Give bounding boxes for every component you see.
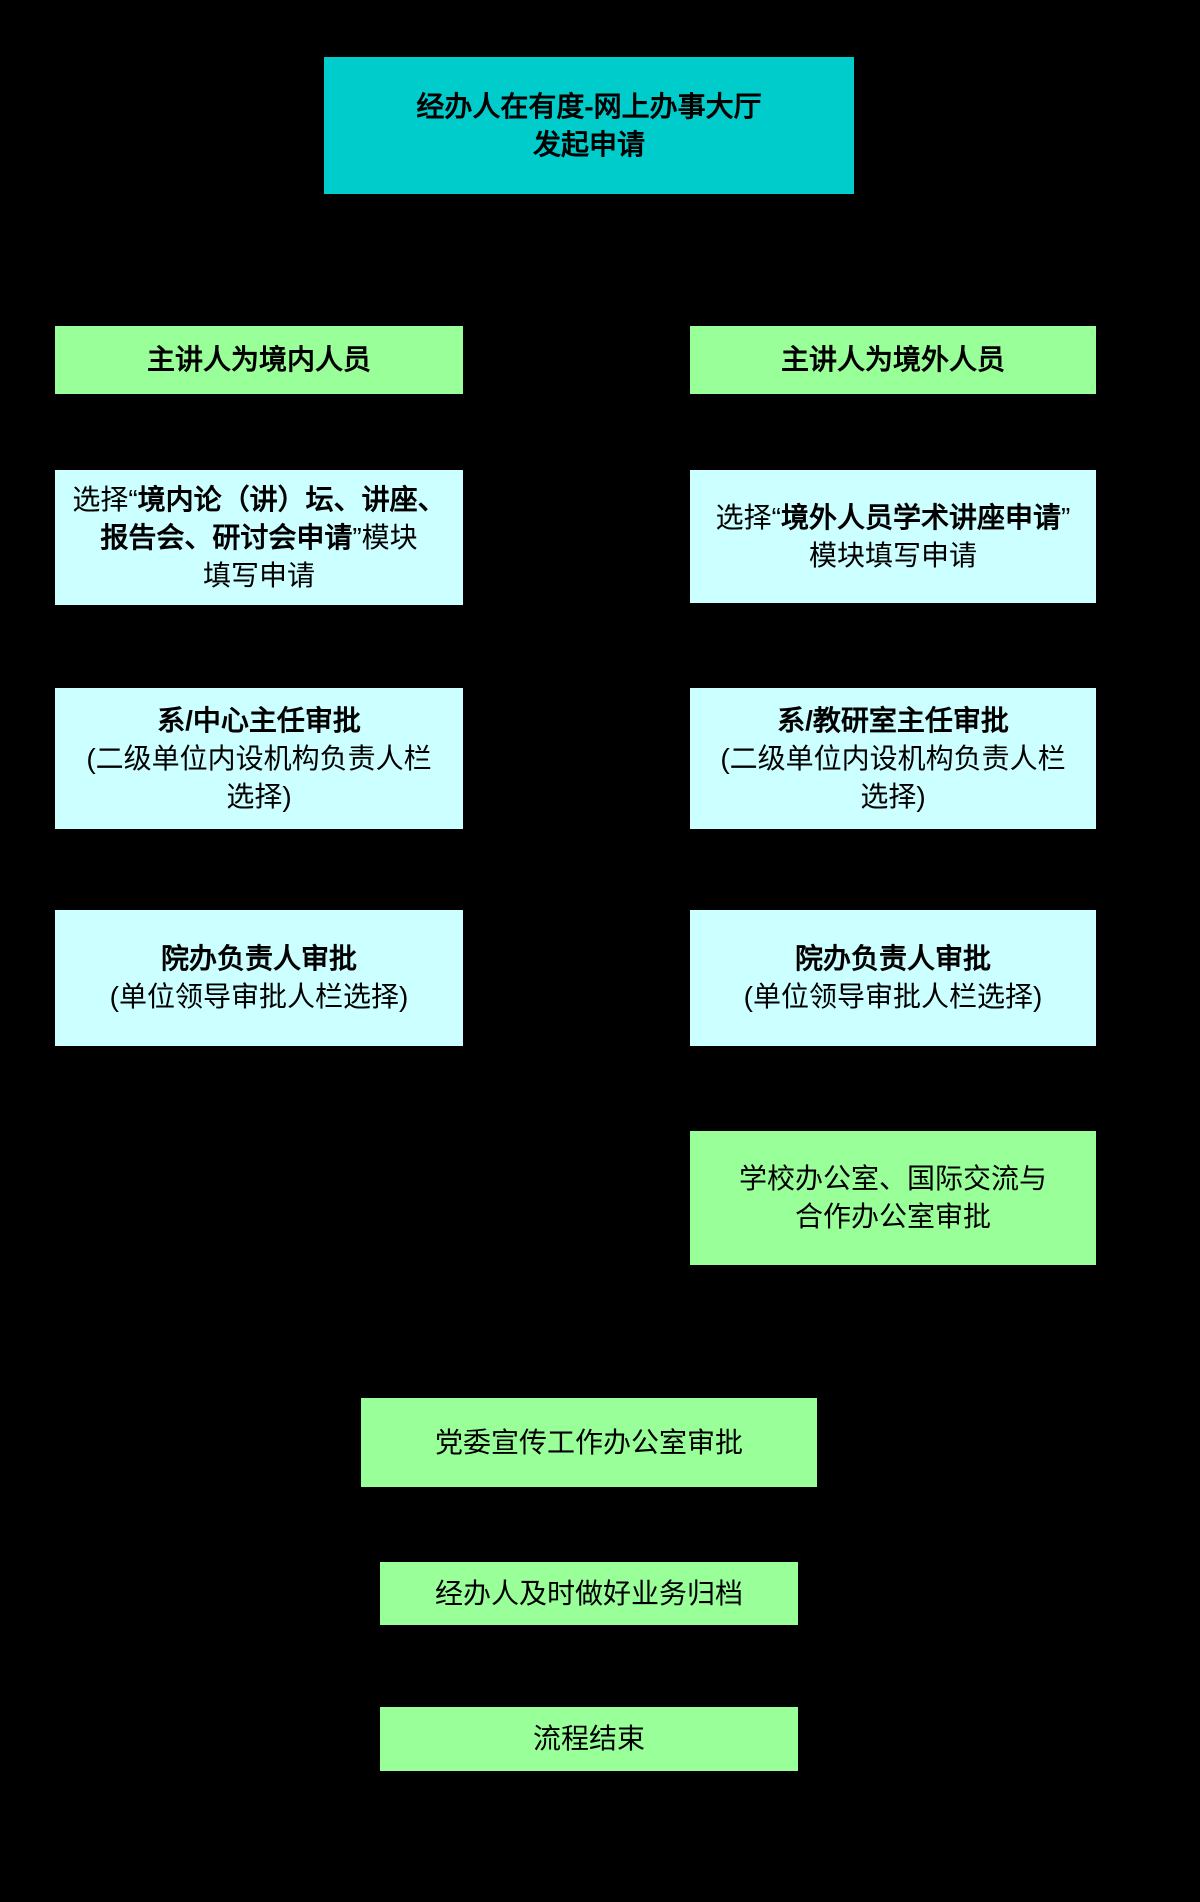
- text-line: 模块填写申请: [808, 539, 977, 571]
- end-node: 流程结束: [378, 1705, 800, 1773]
- right-office-head-approval-node: 院办负责人审批 (单位领导审批人栏选择): [688, 908, 1098, 1048]
- left-branch-header-node: 主讲人为境内人员: [53, 324, 465, 396]
- text-line: 选择): [860, 780, 926, 812]
- text-line: 填写申请: [202, 559, 315, 591]
- left-office-head-approval-node: 院办负责人审批 (单位领导审批人栏选择): [53, 908, 465, 1048]
- text-line: 选择): [226, 780, 292, 812]
- archive-node: 经办人及时做好业务归档: [378, 1560, 800, 1627]
- text-line: 主讲人为境内人员: [146, 344, 371, 375]
- text-line: 合作办公室审批: [794, 1201, 991, 1232]
- text-line: 院办负责人审批: [160, 943, 357, 974]
- start-node: 经办人在有度-网上办事大厅发起申请: [322, 55, 856, 196]
- text-line: (二级单位内设机构负责人栏: [86, 742, 432, 774]
- text-line: 系/教研室主任审批: [777, 704, 1009, 736]
- text-line: 选择“境内论（讲）坛、讲座、: [72, 483, 446, 515]
- text-line: 院办负责人审批: [794, 943, 991, 974]
- intl-office-approval-node: 学校办公室、国际交流与合作办公室审批: [688, 1129, 1098, 1267]
- text-line: 选择“境外人员学术讲座申请”: [715, 501, 1071, 533]
- text-line: 学校办公室、国际交流与: [738, 1163, 1047, 1194]
- left-director-approval-node: 系/中心主任审批 (二级单位内设机构负责人栏选择): [53, 686, 465, 831]
- text-line: 发起申请: [532, 128, 645, 160]
- right-select-module-node: 选择“境外人员学术讲座申请” 模块填写申请: [688, 468, 1098, 605]
- right-branch-header-node: 主讲人为境外人员: [688, 324, 1098, 396]
- propaganda-office-approval-node: 党委宣传工作办公室审批: [359, 1396, 819, 1489]
- text-line: 经办人在有度-网上办事大厅: [416, 90, 762, 122]
- text-line: 报告会、研讨会申请”模块: [100, 521, 418, 553]
- text-line: 主讲人为境外人员: [780, 344, 1005, 375]
- right-director-approval-node: 系/教研室主任审批 (二级单位内设机构负责人栏选择): [688, 686, 1098, 831]
- text-line: 系/中心主任审批: [157, 704, 361, 736]
- left-select-module-node: 选择“境内论（讲）坛、讲座、报告会、研讨会申请”模块填写申请: [53, 468, 465, 607]
- text-line: (二级单位内设机构负责人栏: [720, 742, 1066, 774]
- text-line: (单位领导审批人栏选择): [743, 981, 1043, 1012]
- text-line: (单位领导审批人栏选择): [109, 981, 409, 1012]
